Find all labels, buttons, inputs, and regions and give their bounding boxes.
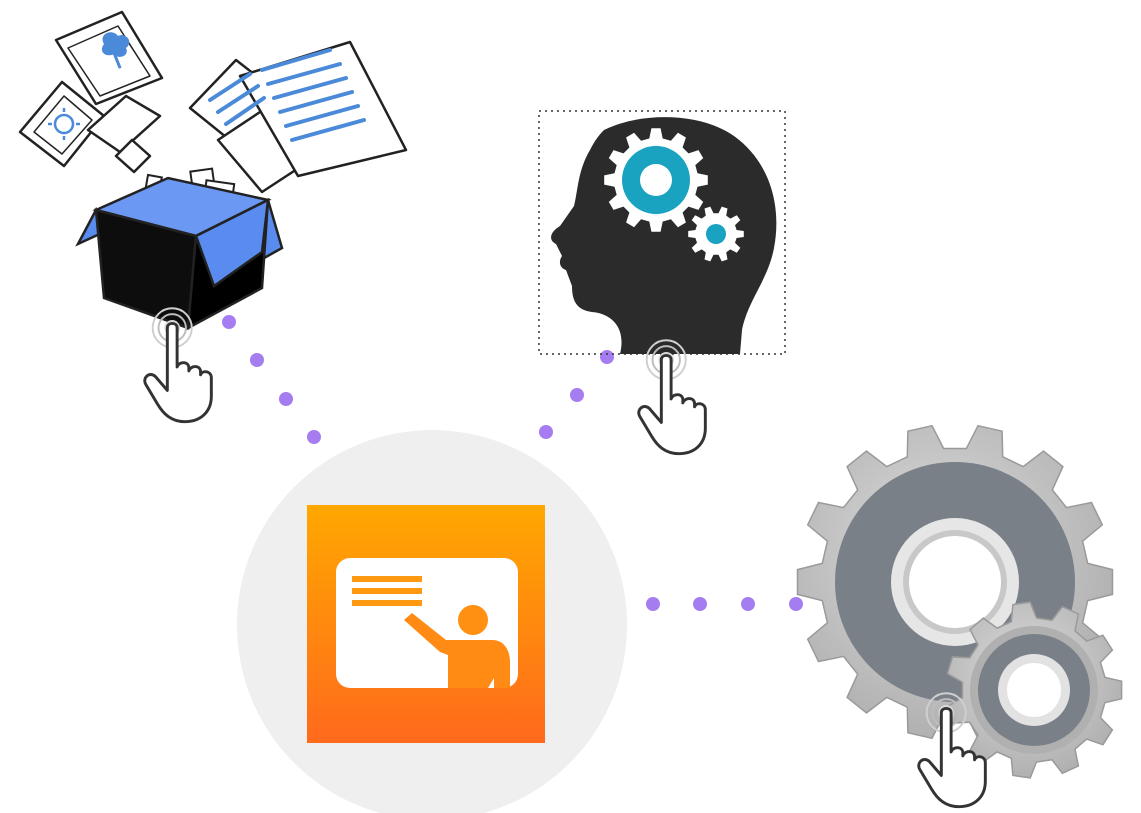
connector-dot [741,597,755,611]
connector-dot [279,392,293,406]
classroom-presentation-icon [307,505,545,743]
connector-dot [789,597,803,611]
center-hub[interactable] [237,430,627,813]
settings-gears-icon [796,424,1123,779]
connector-dot [693,597,707,611]
connector-dot [646,597,660,611]
connector-dot [222,315,236,329]
connector-dot [307,430,321,444]
head-gears-icon [551,117,777,354]
brain-gear-small [688,206,744,262]
head-gears-node[interactable] [538,110,786,456]
connector-dot [539,425,553,439]
settings-gears-node[interactable] [796,424,1123,809]
brain-gear-large [604,128,708,232]
documents-box-node[interactable] [18,10,408,424]
connector-dot [600,350,614,364]
documents-box-icon [18,10,408,331]
connector-dot [570,388,584,402]
connector-dot [250,353,264,367]
